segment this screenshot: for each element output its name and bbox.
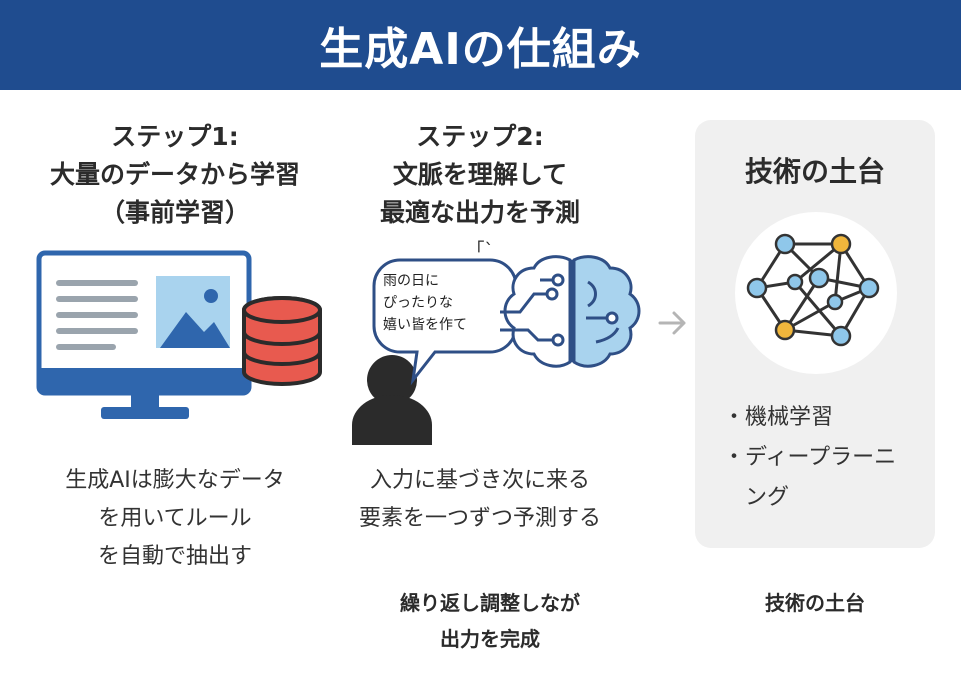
step1-desc-line: を用いてルール [98, 506, 252, 531]
stray-mark: 「` [466, 240, 494, 261]
page-header: 生成AIの仕組み [0, 0, 961, 90]
list-item-text: 機械学習 [745, 405, 834, 430]
speech-bubble-icon [372, 258, 518, 386]
step2-title-line: 最適な出力を予測 「` [335, 194, 625, 270]
monitor-icon [36, 250, 322, 419]
bullet: ・ [723, 445, 746, 470]
list-item-text: ディープラーニング [745, 445, 897, 510]
database-icon [242, 296, 322, 386]
foundation-panel: 技術の土台 [695, 120, 935, 548]
image-icon [156, 276, 230, 348]
list-item: ・ 機械学習 [723, 398, 923, 438]
iteration-note-line: 出力を完成 [440, 627, 540, 651]
iteration-note-line: 繰り返し調整しなが [400, 591, 580, 615]
step1-title: ステップ1: 大量のデータから学習 （事前学習） [20, 118, 330, 232]
foundation-note-text: 技術の土台 [765, 591, 865, 615]
list-item: ・ ディープラーニング [723, 438, 923, 518]
bubble-line: 嬉い皆を作て [383, 317, 467, 333]
step1-desc-line: 生成AIは膨大なデータ [65, 468, 285, 493]
foundation-list: ・ 機械学習 ・ ディープラーニング [723, 398, 923, 518]
step1-title-line: ステップ1: [111, 122, 239, 151]
person-icon [352, 355, 432, 445]
step2-title: ステップ2: 文脈を理解して 最適な出力を予測 「` [335, 118, 625, 270]
bubble-line: 雨の日に [383, 273, 439, 289]
step1-title-line: 大量のデータから学習 [49, 160, 300, 189]
speech-bubble-text: 雨の日に ぴったりな 嬉い皆を作て [383, 270, 493, 336]
bubble-line: ぴったりな [383, 295, 453, 311]
step2-title-line: 文脈を理解して [392, 160, 568, 189]
step1-desc-line: を自動で抽出す [97, 544, 252, 569]
neural-network-icon [746, 233, 880, 347]
step1-title-line: （事前学習） [99, 198, 250, 227]
step2-desc-line: 入力に基づき次に来る [369, 468, 590, 493]
foundation-note: 技術の土台 [695, 585, 935, 621]
step1-description: 生成AIは膨大なデータ を用いてルール を自動で抽出す [20, 462, 330, 576]
bullet: ・ [723, 405, 746, 430]
step2-title-line: ステップ2: [416, 122, 544, 151]
page-title: 生成AIの仕組み [319, 24, 642, 75]
step2-desc-line: 要素を一つずつ予測する [358, 506, 601, 531]
arrow-right-icon [658, 311, 686, 335]
brain-circuit-icon [500, 255, 641, 368]
neural-network-badge [735, 212, 897, 374]
foundation-title: 技術の土台 [744, 155, 885, 188]
iteration-note: 繰り返し調整しなが 出力を完成 [355, 585, 625, 657]
step2-description: 入力に基づき次に来る 要素を一つずつ予測する [335, 462, 625, 538]
